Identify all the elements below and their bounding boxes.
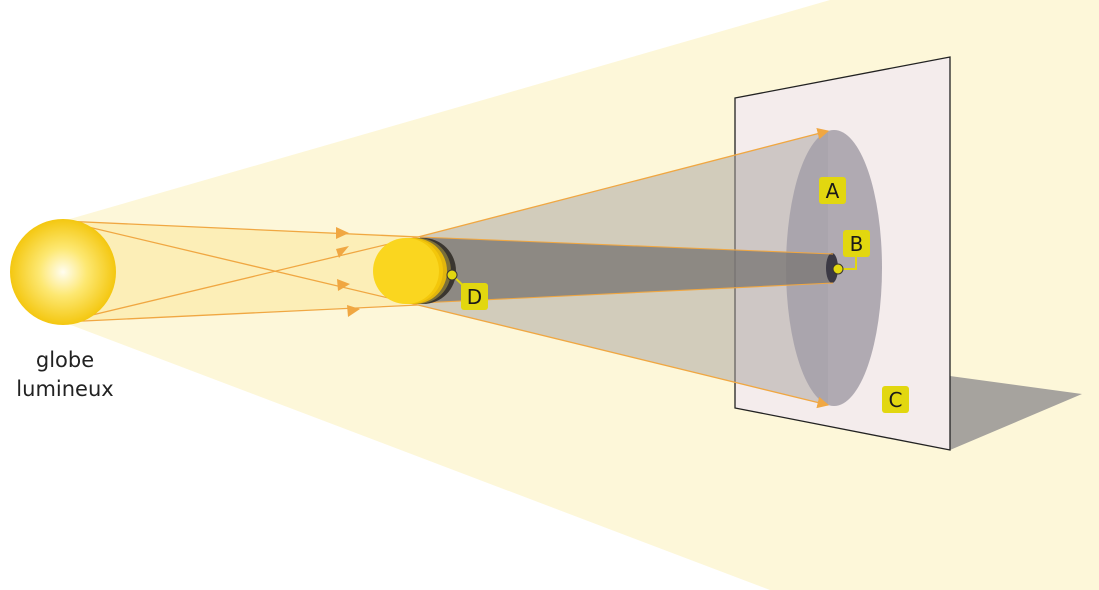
ray-umbra-top xyxy=(419,236,834,255)
inner-light-beam xyxy=(63,221,420,322)
b-leader-line xyxy=(838,254,857,270)
ray-lower-extension xyxy=(417,304,830,409)
umbra-spot xyxy=(826,253,838,283)
ray-bottom-cross xyxy=(62,236,419,323)
d-marker-dot xyxy=(446,269,458,281)
source-caption-line2: lumineux xyxy=(16,377,113,401)
label-b: B xyxy=(850,232,864,256)
label-a: A xyxy=(826,179,840,203)
ray-top-cross xyxy=(62,220,419,306)
ray-arrow-4 xyxy=(347,305,360,317)
ray-upper-extension xyxy=(417,127,830,238)
label-b-box xyxy=(843,230,870,257)
label-c: C xyxy=(889,388,903,412)
label-d: D xyxy=(467,285,482,309)
label-a-box xyxy=(819,177,846,204)
ray-arrow-1 xyxy=(336,227,349,239)
screen-ground-shadow xyxy=(950,376,1082,450)
ray-arrow-3 xyxy=(336,246,349,258)
umbra-cone xyxy=(420,237,833,303)
ray-umbra-bottom xyxy=(419,282,834,304)
ray-arrow-2 xyxy=(337,279,350,291)
light-source-globe xyxy=(10,219,116,325)
source-caption-line1: globe xyxy=(36,348,94,372)
b-marker-dot xyxy=(832,263,844,275)
label-d-box xyxy=(461,283,488,310)
obstacle-sphere xyxy=(373,238,456,304)
ray-bottom-straight xyxy=(62,304,419,323)
ray-top-straight xyxy=(62,220,419,238)
label-c-box xyxy=(882,386,909,413)
